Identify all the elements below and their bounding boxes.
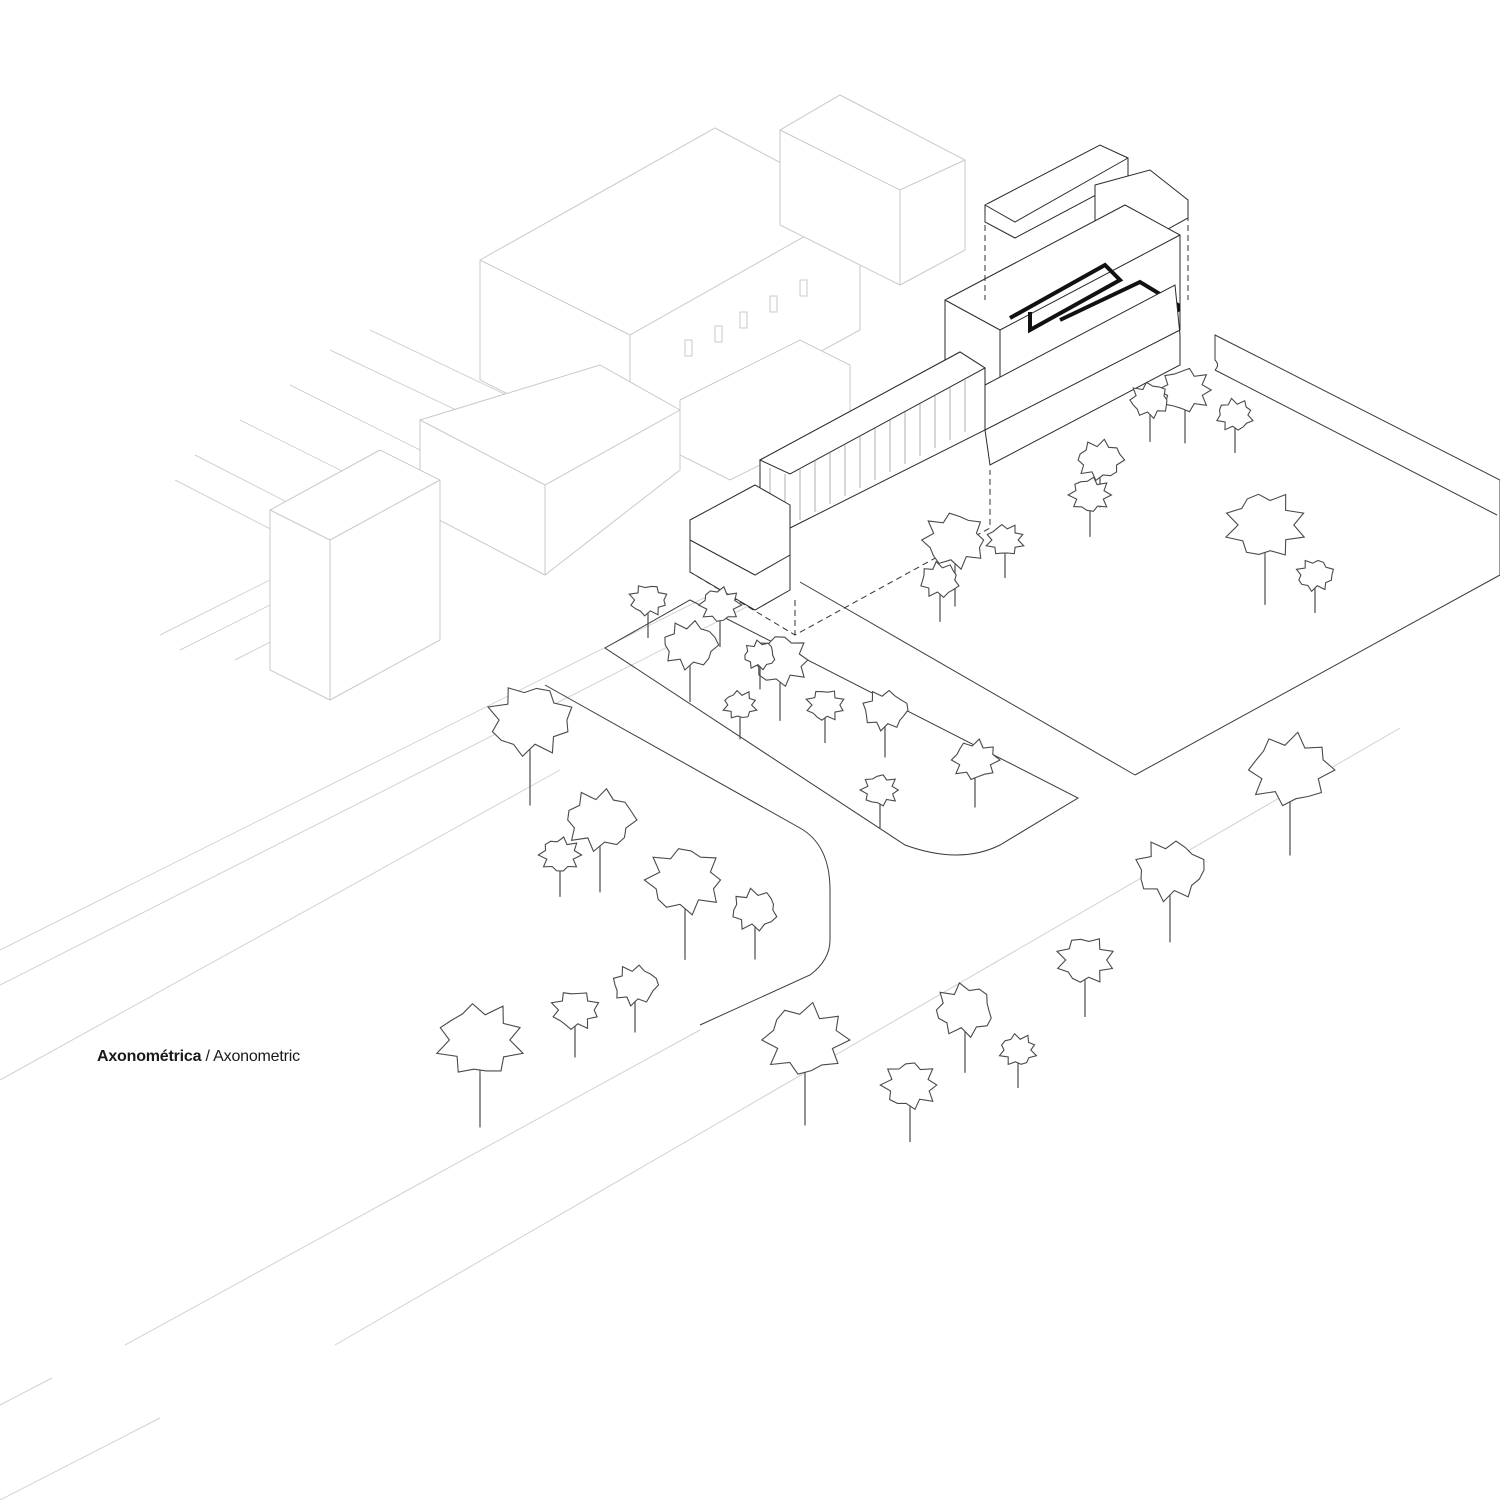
context-buildings: [269, 94, 966, 701]
tree-icon: [697, 585, 743, 647]
tree-icon: [435, 1002, 525, 1128]
tree-icon: [744, 639, 776, 690]
roof-hatch: [769, 380, 966, 526]
tree-icon: [805, 690, 845, 743]
tree-icon: [732, 887, 778, 960]
tree-icon: [537, 836, 583, 897]
tree-icon: [643, 848, 722, 960]
caption-label-pt: Axonométrica: [97, 1048, 202, 1065]
tree-icon: [998, 1032, 1038, 1088]
street-lines: [0, 329, 1401, 1500]
tree-icon: [628, 585, 668, 638]
drawing-caption: Axonométrica / Axonometric: [97, 1048, 300, 1066]
tree-icon: [1216, 397, 1254, 453]
city-blocks: [544, 334, 1500, 1026]
tree-icon: [1295, 559, 1335, 613]
caption-separator: /: [205, 1048, 210, 1065]
tree-icon: [760, 1001, 851, 1126]
tree-icon: [486, 687, 573, 806]
tree-icon: [879, 1062, 938, 1142]
tree-icon: [858, 774, 900, 828]
main-building: [689, 144, 1189, 636]
tree-icon: [567, 787, 638, 893]
tree-icon: [935, 982, 992, 1073]
caption-label-en: Axonometric: [213, 1048, 300, 1065]
tree-icon: [1247, 731, 1336, 856]
tree-icon: [1224, 493, 1306, 605]
tree-icon: [1055, 938, 1115, 1017]
tree-icon: [550, 992, 600, 1058]
tree-icon: [664, 619, 720, 702]
tree-icon: [1066, 476, 1113, 537]
trees: [435, 367, 1336, 1142]
tree-icon: [1129, 381, 1168, 442]
tree-icon: [612, 964, 660, 1033]
tree-icon: [950, 738, 1002, 808]
tree-icon: [920, 560, 960, 622]
tree-icon: [862, 689, 909, 758]
tree-icon: [1135, 840, 1205, 943]
tree-icon: [722, 689, 758, 740]
tree-icon: [985, 523, 1025, 578]
tree-icon: [920, 512, 985, 607]
